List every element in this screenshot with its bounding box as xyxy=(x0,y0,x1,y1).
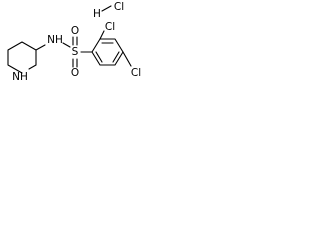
bond-nh-to-s xyxy=(62,42,71,48)
piperidine-n-label: NH xyxy=(12,71,28,83)
sulfur-label: S xyxy=(72,46,79,58)
sulfonamide-n-label: NH xyxy=(47,34,63,46)
piperidine-ring xyxy=(7,41,37,74)
oxygen-top-label: O xyxy=(71,25,79,37)
bond-ortho-cl xyxy=(99,30,105,40)
benzene-double-bond-2 xyxy=(112,51,120,63)
chemical-structure-diagram: H Cl NH NH S O O Cl Cl xyxy=(7,1,141,83)
chlorine-ortho-label: Cl xyxy=(105,21,115,33)
chlorine-para-label: Cl xyxy=(131,67,141,79)
bond-ring-to-nh xyxy=(35,44,46,51)
hcl-chlorine-label: Cl xyxy=(114,1,124,13)
bond-para-cl xyxy=(122,51,132,67)
hcl-hydrogen-label: H xyxy=(93,8,101,20)
benzene-double-bond-3 xyxy=(95,51,103,63)
piperidine-bond-n-c xyxy=(28,64,37,70)
hcl-bond xyxy=(101,5,112,12)
oxygen-bottom-label: O xyxy=(71,67,79,79)
